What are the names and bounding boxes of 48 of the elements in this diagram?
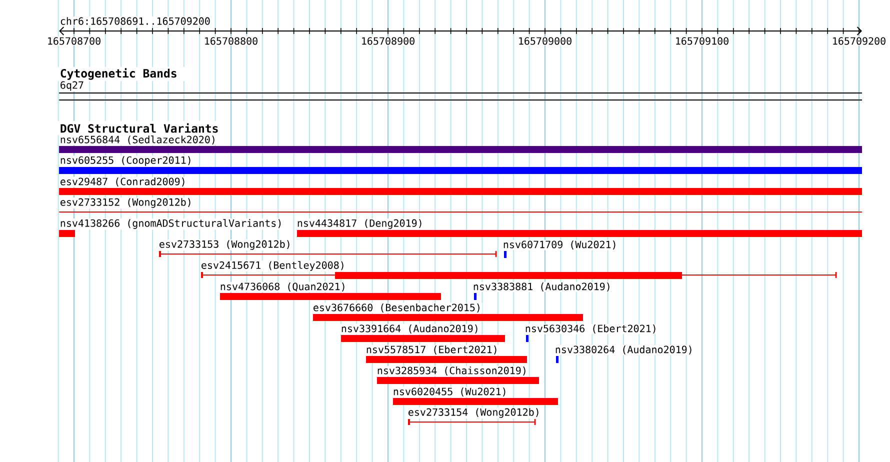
variant-feature: nsv3391664 (Audano2019)	[340, 324, 505, 342]
node-label: nsv5578517 (Ebert2021)	[366, 346, 496, 354]
variant-feature: nsv605255 (Cooper2011)	[59, 156, 862, 174]
node-label: nsv4736068 (Quan2021)	[220, 282, 344, 292]
node-label: esv2415671 (Bentley2008)	[202, 261, 344, 271]
node-label: esv29487 (Conrad2009)	[60, 178, 184, 186]
node-label: nsv6020455 (Wu2021)	[394, 388, 506, 396]
tick-label: 165709200	[831, 36, 887, 46]
node-label: esv2733153 (Wong2012b)	[160, 240, 290, 250]
node-label: nsv6556844 (Sedlazeck2020)	[60, 136, 214, 144]
node-label: nsv3285934 (Chaisson2019)	[378, 366, 526, 376]
variant-feature: nsv4434817 (Deng2019)	[296, 218, 862, 237]
node-label: nsv4138266 (gnomADStructuralVariants)	[60, 219, 281, 229]
variant-feature: esv2733152 (Wong2012b)	[58, 197, 862, 212]
variant-feature: nsv6020455 (Wu2021)	[392, 386, 558, 405]
node-label: esv2733152 (Wong2012b)	[60, 198, 190, 208]
node-label: nsv3380264 (Audano2019)	[556, 346, 692, 354]
cytoband-track: 6q27	[58, 80, 862, 100]
variant-feature: nsv4138266 (gnomADStructuralVariants)	[59, 218, 284, 237]
node-label: 6q27	[60, 81, 84, 91]
tick-label: 165709000	[517, 36, 573, 46]
node-label: nsv3383881 (Audano2019)	[474, 282, 610, 292]
node-label: nsv3391664 (Audano2019)	[342, 324, 478, 334]
tick-label: 165708800	[203, 36, 259, 46]
tick-label: 165709100	[674, 36, 730, 46]
variant-feature: esv2733153 (Wong2012b)	[158, 239, 497, 257]
track-heading: DGV Structural Variants	[60, 123, 218, 133]
variant-feature: esv29487 (Conrad2009)	[59, 176, 862, 195]
variant-feature: nsv6556844 (Sedlazeck2020)	[59, 134, 862, 153]
node-label: esv3676660 (Besenbacher2015)	[314, 304, 480, 312]
variant-feature: nsv5630346 (Ebert2021)	[524, 324, 658, 342]
node-label: nsv4434817 (Deng2019)	[298, 219, 422, 229]
node-label: esv2733154 (Wong2012b)	[408, 408, 538, 418]
variant-feature: nsv6071709 (Wu2021)	[502, 240, 618, 258]
tick-label: 165708700	[46, 36, 102, 46]
variant-feature: nsv4736068 (Quan2021)	[219, 282, 441, 300]
variant-feature: nsv3383881 (Audano2019)	[472, 282, 612, 300]
variant-feature: esv3676660 (Besenbacher2015)	[312, 302, 583, 321]
variant-feature: esv2733154 (Wong2012b)	[407, 407, 542, 425]
node-label: nsv605255 (Cooper2011)	[60, 156, 190, 166]
variant-feature: nsv3285934 (Chaisson2019)	[376, 366, 539, 384]
variant-feature: nsv5578517 (Ebert2021)	[365, 344, 527, 363]
variant-feature: nsv3380264 (Audano2019)	[554, 344, 694, 363]
node-label: nsv6071709 (Wu2021)	[504, 240, 616, 250]
position-label: chr6:165708691..165709200	[59, 16, 212, 26]
variant-feature: esv2415671 (Bentley2008)	[200, 260, 837, 279]
node-label: nsv5630346 (Ebert2021)	[526, 324, 656, 334]
tick-label: 165708900	[360, 36, 416, 46]
